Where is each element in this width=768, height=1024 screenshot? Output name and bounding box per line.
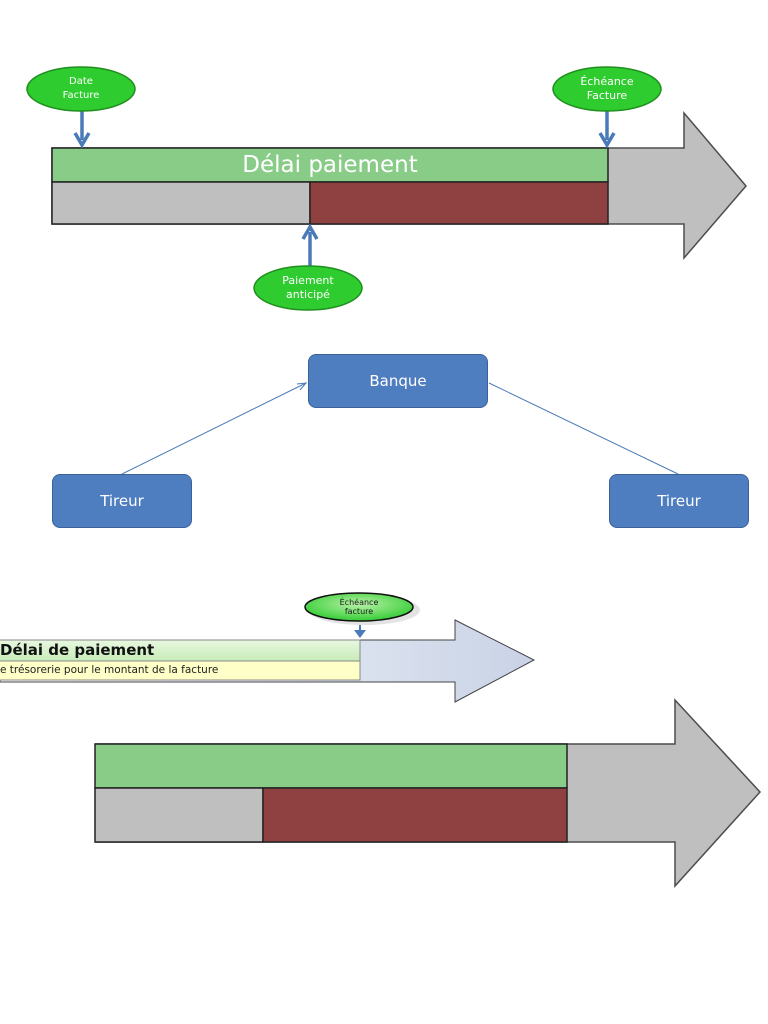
early-payment-label: Paiement anticipé bbox=[282, 274, 334, 301]
mid-bar-label: Délai de paiement bbox=[0, 641, 155, 659]
down-arrow-invoice-date-icon bbox=[73, 108, 91, 149]
bottom-green-bar bbox=[94, 743, 568, 789]
flow-connectors bbox=[121, 382, 679, 475]
bottom-timeline-graphic bbox=[94, 698, 762, 888]
connector-bank-to-right bbox=[488, 382, 679, 475]
up-arrow-early-payment-icon bbox=[301, 223, 319, 268]
top-timeline-graphic bbox=[26, 66, 747, 311]
down-arrow-due-date-icon bbox=[598, 110, 616, 149]
top-maroon-segment bbox=[309, 181, 609, 225]
oval-due-date bbox=[552, 66, 662, 112]
right-drawer-box: Tireur bbox=[609, 474, 749, 528]
mid-sub-label: e trésorerie pour le montant de la factu… bbox=[0, 664, 219, 676]
due-date-label: Échéance Facture bbox=[580, 75, 634, 102]
top-bar-label: Délai paiement bbox=[242, 152, 418, 178]
invoice-date-label: Date Facture bbox=[62, 76, 100, 101]
bottom-maroon-segment bbox=[262, 787, 568, 843]
mid-timeline-graphic bbox=[0, 592, 536, 703]
top-green-bar bbox=[51, 147, 609, 183]
mid-yellow-bar bbox=[0, 660, 361, 681]
top-gray-segment bbox=[51, 181, 311, 225]
left-drawer-box: Tireur bbox=[52, 474, 192, 528]
oval-early-payment bbox=[253, 265, 363, 311]
bank-box: Banque bbox=[308, 354, 488, 408]
oval-invoice-date bbox=[26, 66, 136, 112]
mid-due-date-label: Échéance facture bbox=[339, 598, 379, 616]
connector-left-to-bank bbox=[121, 382, 307, 475]
bottom-gray-segment bbox=[94, 787, 264, 843]
mid-due-date-oval bbox=[304, 592, 414, 622]
